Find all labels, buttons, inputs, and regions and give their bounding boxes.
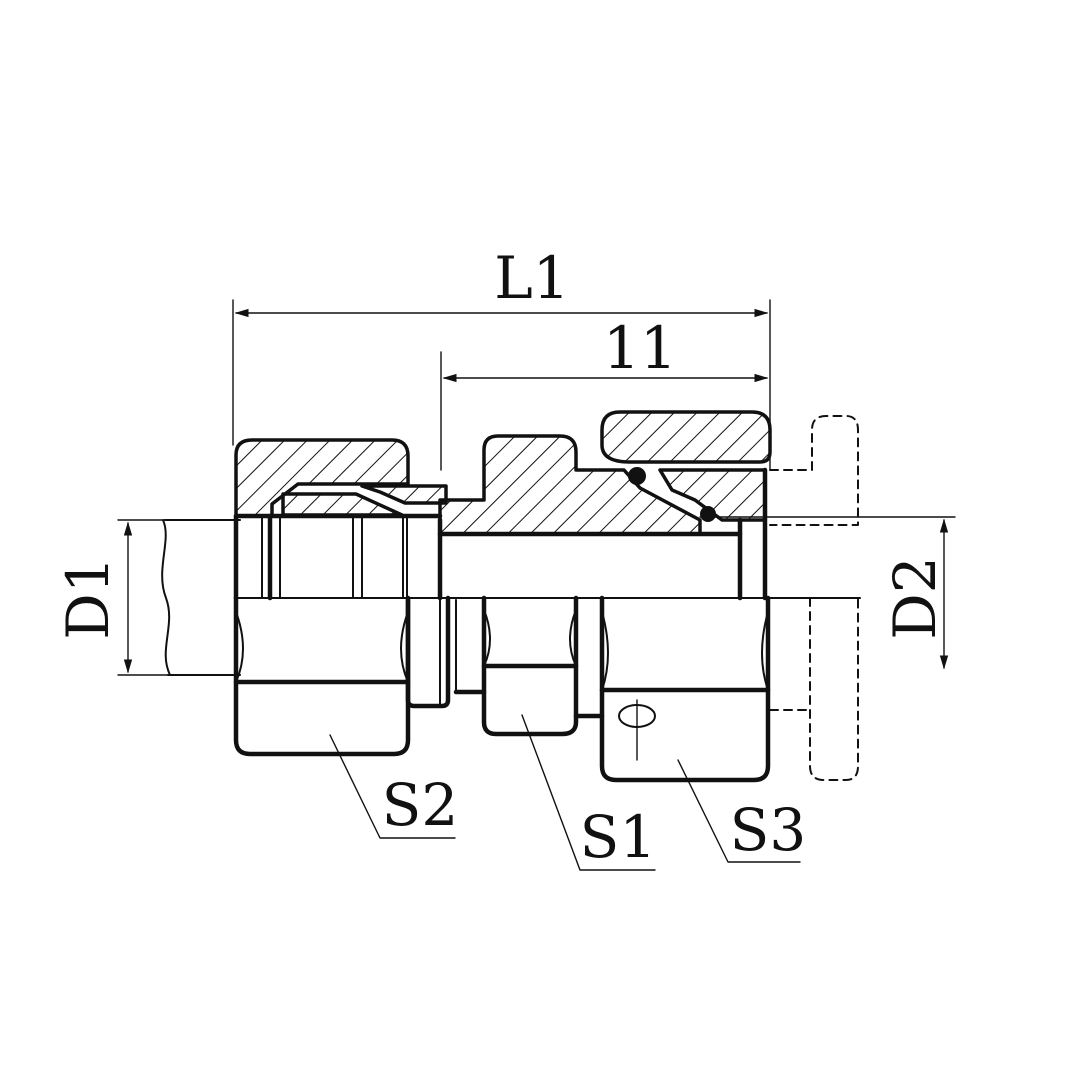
section-view xyxy=(233,410,772,601)
left-nut-section xyxy=(234,438,410,518)
label-11: 11 xyxy=(603,314,677,382)
cutting-ring-section xyxy=(281,492,404,517)
leader-lines xyxy=(329,714,801,871)
mating-part-phantom xyxy=(769,415,861,781)
right-hex-nut xyxy=(599,595,771,783)
label-l1: L1 xyxy=(494,244,569,312)
label-s2: S2 xyxy=(382,771,459,839)
left-tube xyxy=(161,519,241,676)
right-nut-section xyxy=(600,410,772,464)
body-sleeve-section xyxy=(360,484,448,505)
leader-s1 xyxy=(521,714,656,871)
dimension-d1 xyxy=(117,519,241,676)
label-d2: D2 xyxy=(881,556,949,639)
leader-s3 xyxy=(677,759,801,863)
o-ring-lower xyxy=(700,506,716,522)
label-s1: S1 xyxy=(580,803,657,871)
leader-s2 xyxy=(329,734,456,839)
body-section xyxy=(438,434,702,536)
label-s3: S3 xyxy=(730,796,807,864)
label-d1: D1 xyxy=(54,556,122,639)
o-ring-top xyxy=(628,467,646,485)
dimension-11 xyxy=(440,351,769,471)
left-hex-nut xyxy=(233,595,411,757)
thread-section xyxy=(405,595,451,709)
exterior-view xyxy=(233,595,771,783)
